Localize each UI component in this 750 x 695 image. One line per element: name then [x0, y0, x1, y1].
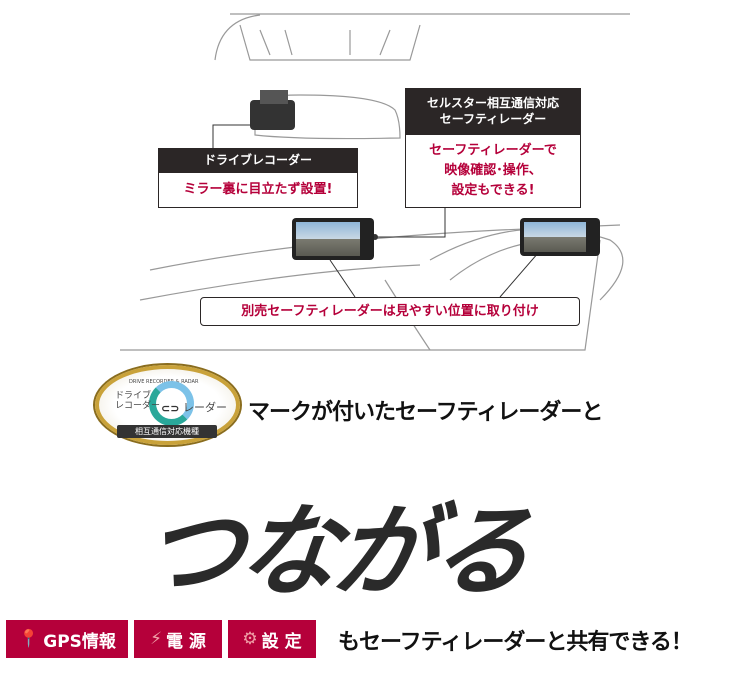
link-icon: ⊂⊃ — [161, 402, 180, 415]
callout-title-1: セルスター相互通信対応 — [426, 96, 559, 110]
callout-title-2: セーフティレーダー — [439, 112, 547, 126]
callout-mount: 別売セーフティレーダーは見やすい位置に取り付け — [200, 297, 580, 326]
feature-power: ⚡ 電 源 — [134, 620, 222, 658]
callout-drive-recorder: ドライブレコーダー ミラー裏に目立たず設置! — [158, 148, 358, 208]
sync-arrows-icon — [149, 381, 194, 426]
badge-left-1: ドライブ — [115, 391, 152, 401]
callout-line-3: 設定もできる! — [451, 183, 535, 198]
callout-title: ドライブレコーダー — [158, 148, 358, 172]
feature-gps: 📍 GPS情報 — [6, 620, 128, 658]
feature-label: 設 定 — [261, 631, 302, 652]
callout-line-2: 映像確認･操作、 — [444, 163, 542, 178]
headline: マークが付いたセーフティレーダーと — [248, 400, 603, 425]
badge-right-text: レーダー — [183, 401, 227, 414]
safety-radar-screen-right — [520, 218, 600, 256]
closing-text: もセーフティレーダーと共有できる！ — [338, 630, 693, 655]
badge-left-2: レコーダー — [115, 401, 161, 411]
lightning-icon: ⚡ — [150, 629, 162, 649]
callout-safety-radar: セルスター相互通信対応 セーフティレーダー セーフティレーダーで 映像確認･操作… — [405, 88, 581, 208]
map-pin-icon: 📍 — [18, 629, 40, 649]
callout-line-1: セーフティレーダーで — [429, 143, 557, 158]
feature-settings: ⚙ 設 定 — [228, 620, 316, 658]
feature-label: 電 源 — [166, 631, 206, 652]
badge-bottom-text: 相互通信対応機種 — [117, 425, 217, 438]
big-title: つながる — [135, 493, 536, 610]
gear-icon: ⚙ — [242, 629, 258, 649]
callout-text: ミラー裏に目立たず設置! — [158, 172, 358, 208]
feature-label: GPS情報 — [43, 631, 116, 652]
compatibility-badge: DRIVE RECORDER & RADAR ドライブレコーダー ⊂⊃ レーダー… — [95, 365, 240, 445]
safety-radar-screen-left — [292, 218, 374, 260]
